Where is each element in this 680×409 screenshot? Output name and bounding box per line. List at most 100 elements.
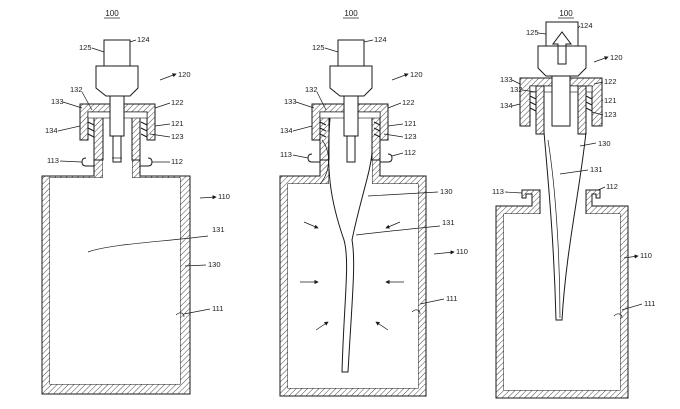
leader-132-b <box>316 91 327 111</box>
figure-1-title: 100 <box>105 9 119 18</box>
lip-113-b <box>307 153 320 163</box>
pump-head-124-b <box>337 39 365 67</box>
thread-123-c <box>529 95 593 112</box>
leader-112-c <box>597 186 606 191</box>
leader-123-b <box>383 133 404 138</box>
thread-123 <box>87 121 148 138</box>
pump-body <box>95 65 139 97</box>
figure-2: 100 124 125 12 <box>279 9 468 397</box>
lip-113 <box>81 157 94 167</box>
label-124-c: 124 <box>580 21 593 30</box>
bottle-interior-c <box>504 214 620 390</box>
leader-113-c <box>504 191 523 194</box>
neck-right-c <box>577 85 587 135</box>
label-131-c: 131 <box>590 165 603 174</box>
label-110-b: 110 <box>456 247 468 256</box>
pump-head-124-c <box>545 21 579 47</box>
lip-112 <box>140 157 153 167</box>
inner-bag-131-b <box>328 117 373 373</box>
figure-2-title: 100 <box>344 9 358 18</box>
marker-111-b <box>411 309 421 315</box>
leader-132-c <box>521 89 537 93</box>
pump-body-c <box>537 45 587 77</box>
leader-121 <box>154 123 171 127</box>
arrow-120 <box>159 73 177 81</box>
label-125-c: 125 <box>526 28 539 37</box>
leader-122 <box>154 102 171 109</box>
inner-bag-131-c <box>543 131 587 321</box>
label-133: 133 <box>51 97 64 106</box>
leader-130-c <box>579 142 597 147</box>
label-134-c: 134 <box>500 101 513 110</box>
leader-124-b <box>363 39 374 43</box>
leader-134 <box>57 125 81 132</box>
label-110-c: 110 <box>640 251 652 260</box>
leader-123 <box>149 133 171 138</box>
label-132-c: 132 <box>510 85 523 94</box>
leader-130 <box>184 264 207 267</box>
label-122-b: 122 <box>402 98 415 107</box>
label-110: 110 <box>218 192 230 201</box>
label-123: 123 <box>171 132 184 141</box>
label-121-b: 121 <box>404 119 417 128</box>
label-132: 132 <box>70 85 83 94</box>
leader-125-b <box>324 47 339 53</box>
leader-122-c <box>593 81 604 85</box>
label-130-c: 130 <box>598 139 611 148</box>
label-131-b: 131 <box>442 218 455 227</box>
leader-132 <box>81 91 93 111</box>
leader-111 <box>183 308 211 315</box>
pump-tube <box>112 135 122 163</box>
label-133-c: 133 <box>500 75 513 84</box>
label-134-b: 134 <box>280 126 293 135</box>
label-122: 122 <box>171 98 184 107</box>
leader-133-b <box>295 101 315 109</box>
label-125: 125 <box>79 43 92 52</box>
leader-113 <box>59 160 83 163</box>
label-112-b: 112 <box>404 148 416 157</box>
label-120-c: 120 <box>610 53 623 62</box>
pump-tube-b <box>346 135 356 163</box>
label-124-b: 124 <box>374 35 387 44</box>
arrow-120-c <box>593 56 609 63</box>
label-130: 130 <box>208 260 221 269</box>
leader-113-b <box>292 154 309 159</box>
label-112-c: 112 <box>606 182 618 191</box>
label-130-b: 130 <box>440 187 453 196</box>
thread-123-b <box>319 121 381 138</box>
bag-fold-c <box>547 139 561 319</box>
pump-stem-c <box>551 75 571 127</box>
label-122-c: 122 <box>604 77 617 86</box>
leader-131-c <box>559 169 589 175</box>
pump-stem <box>109 95 125 137</box>
neck-left-c <box>535 85 545 135</box>
leader-133-c <box>511 79 521 85</box>
label-133-b: 133 <box>284 97 297 106</box>
leader-134-b <box>292 125 313 132</box>
arrow-110 <box>199 195 217 200</box>
figure-3-title: 100 <box>559 9 573 18</box>
leader-111-c <box>621 303 643 311</box>
label-111-b: 111 <box>446 294 457 303</box>
label-113: 113 <box>47 156 59 165</box>
leader-111-b <box>419 298 445 305</box>
label-121: 121 <box>171 119 184 128</box>
label-125-b: 125 <box>312 43 325 52</box>
bottle-interior-111 <box>50 178 180 384</box>
leader-124-c <box>577 25 581 29</box>
label-111-c: 111 <box>644 299 655 308</box>
label-134: 134 <box>45 126 58 135</box>
label-124: 124 <box>137 35 150 44</box>
leader-131 <box>87 235 209 253</box>
label-131: 131 <box>212 225 225 234</box>
label-120-b: 120 <box>410 70 423 79</box>
figure-3: 100 124 125 120 133 132 122 121 134 <box>492 9 655 399</box>
lip-112-b <box>380 153 393 163</box>
label-112: 112 <box>171 157 183 166</box>
leader-125-c <box>537 32 547 35</box>
marker-111 <box>175 312 185 318</box>
leader-125 <box>91 47 105 53</box>
label-123-b: 123 <box>404 132 417 141</box>
arrow-110-c <box>623 254 639 259</box>
